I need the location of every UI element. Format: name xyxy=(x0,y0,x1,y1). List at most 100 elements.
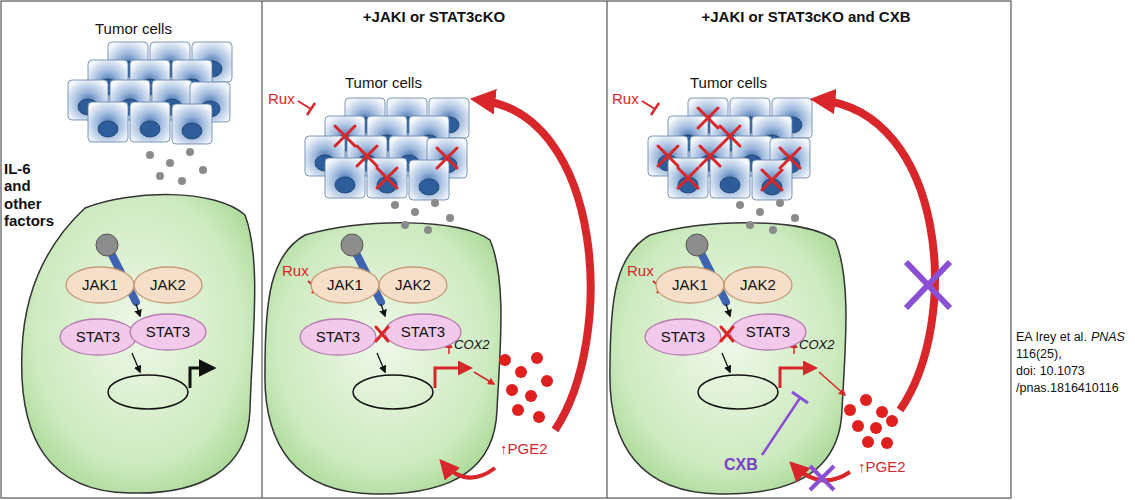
dead-cell-mark xyxy=(780,148,800,168)
cell-type-label: Tumor cells xyxy=(95,20,172,37)
drug-label: CXB xyxy=(724,456,758,474)
stat3-oval: STAT3 xyxy=(129,313,207,351)
oval-shape xyxy=(311,267,379,303)
protein-label: STAT3 xyxy=(401,324,445,341)
dead-cell-mark xyxy=(720,126,740,146)
dead-cell-mark xyxy=(698,108,718,128)
dead-cell-mark xyxy=(762,170,782,190)
drug-label: Rux xyxy=(612,90,639,107)
mediator-label: ↑PGE2 xyxy=(858,458,906,475)
tumor-cell xyxy=(172,104,212,144)
oval-shape xyxy=(60,319,136,355)
dead-cell-mark xyxy=(357,146,377,166)
cell-nucleus xyxy=(335,177,355,193)
dead-cell-mark xyxy=(658,146,678,166)
jak-oval: JAK1 xyxy=(310,266,380,304)
dead-cell-mark xyxy=(780,148,800,168)
panel-2-feedback xyxy=(298,100,591,478)
stat3-oval: STAT3 xyxy=(729,313,807,351)
drug-label: Rux xyxy=(627,262,654,279)
panel-title: +JAKI or STAT3cKO xyxy=(363,8,505,25)
jak-oval: JAK2 xyxy=(133,266,203,304)
stat3-oval: STAT3 xyxy=(59,318,137,356)
dead-cell-mark xyxy=(335,126,355,146)
dead-cell-mark xyxy=(700,146,720,166)
dead-cell-mark xyxy=(678,168,698,188)
dead-cell-mark xyxy=(437,148,457,168)
stat3-oval: STAT3 xyxy=(299,318,377,356)
factor-label: IL-6 and other factors xyxy=(4,160,60,229)
citation-text: 116(25), xyxy=(1016,347,1062,361)
protein-label: JAK1 xyxy=(327,277,363,294)
oval-shape xyxy=(645,319,721,355)
jak-oval: JAK1 xyxy=(65,266,135,304)
tumor-cell xyxy=(88,102,128,142)
jak-oval: JAK2 xyxy=(723,266,793,304)
protein-label: STAT3 xyxy=(146,324,190,341)
citation-journal: PNAS xyxy=(1091,330,1125,344)
dead-cell-mark xyxy=(698,108,718,128)
oval-shape xyxy=(130,314,206,350)
panel-frame xyxy=(1,1,1011,498)
dead-cell-mark xyxy=(377,168,397,188)
cell-nucleus xyxy=(98,121,118,137)
dead-cell-mark xyxy=(335,126,355,146)
jak-oval: JAK1 xyxy=(655,266,725,304)
cell-nucleus xyxy=(419,179,439,195)
dead-cell-mark xyxy=(437,148,457,168)
stat3-oval: STAT3 xyxy=(384,313,462,351)
dead-cell-mark xyxy=(720,126,740,146)
gene-label: COX2 xyxy=(454,338,489,353)
oval-shape xyxy=(385,314,461,350)
dead-cell-mark xyxy=(658,146,678,166)
citation-text: EA Irey et al. xyxy=(1016,330,1087,344)
dead-cell-mark xyxy=(700,146,720,166)
cell-nucleus xyxy=(720,177,740,193)
oval-shape xyxy=(656,267,724,303)
dead-cell-mark xyxy=(357,146,377,166)
drug-label: Rux xyxy=(268,90,295,107)
stat3-oval: STAT3 xyxy=(644,318,722,356)
protein-label: JAK2 xyxy=(150,277,186,294)
cell-type-label: Tumor cells xyxy=(690,74,767,91)
protein-label: JAK2 xyxy=(395,277,431,294)
jak-oval: JAK2 xyxy=(378,266,448,304)
secreted-factor-dots xyxy=(146,148,799,234)
mediator-label: ↑PGE2 xyxy=(500,440,548,457)
protein-label: STAT3 xyxy=(661,329,705,346)
oval-shape xyxy=(379,267,447,303)
citation-text: doi: 10.1073 xyxy=(1016,364,1085,378)
tumor-cell xyxy=(130,102,170,142)
tumor-cell xyxy=(409,160,449,200)
stromal-cell xyxy=(265,223,501,494)
tumor-cell xyxy=(752,160,792,200)
cell-nucleus xyxy=(182,123,202,139)
protein-label: JAK1 xyxy=(672,277,708,294)
tumor-cell-stacks xyxy=(68,42,812,200)
panel-title: +JAKI or STAT3cKO and CXB xyxy=(701,8,910,25)
cell-nucleus xyxy=(140,121,160,137)
drug-label: Rux xyxy=(282,262,309,279)
panel-3-feedback xyxy=(642,100,950,490)
oval-shape xyxy=(724,267,792,303)
protein-label: JAK2 xyxy=(740,277,776,294)
oval-shape xyxy=(300,319,376,355)
cell-type-label: Tumor cells xyxy=(345,74,422,91)
protein-label: JAK1 xyxy=(82,277,118,294)
dead-cell-mark xyxy=(762,170,782,190)
gene-label: COX2 xyxy=(799,338,834,353)
protein-label: STAT3 xyxy=(746,324,790,341)
citation-text: /pnas.1816410116 xyxy=(1016,381,1119,395)
oval-shape xyxy=(730,314,806,350)
dead-cell-mark xyxy=(377,168,397,188)
stromal-cell xyxy=(610,223,846,494)
oval-shape xyxy=(66,267,134,303)
protein-label: STAT3 xyxy=(76,329,120,346)
oval-shape xyxy=(134,267,202,303)
dead-cell-mark xyxy=(678,168,698,188)
stromal-cell xyxy=(22,195,255,494)
protein-label: STAT3 xyxy=(316,329,360,346)
